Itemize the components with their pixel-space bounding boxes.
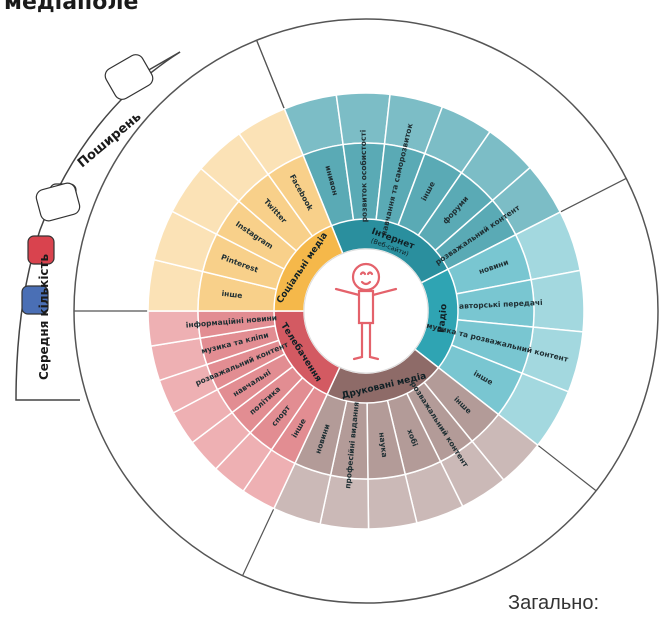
sector-item-label: інше <box>221 289 243 300</box>
person-icon <box>334 262 398 361</box>
outer-divider <box>537 444 597 492</box>
outer-divider <box>256 40 285 110</box>
sector-item-label: авторські передачі <box>459 298 543 311</box>
outer-divider <box>242 508 275 576</box>
heart-icon <box>27 235 55 265</box>
outer-divider <box>559 177 627 213</box>
page-title: медіаполе <box>4 0 139 15</box>
sector-name: Радіо <box>436 303 450 333</box>
value-box <box>104 54 154 100</box>
center-circle <box>303 248 429 374</box>
like-icon <box>21 285 49 315</box>
total-label: Загально: <box>508 592 599 614</box>
sector-item-label: розвиток особистості <box>359 130 369 223</box>
sector-item-label: наука <box>377 432 389 458</box>
value-box <box>35 182 81 222</box>
average-count-label: Середня кількість <box>37 254 51 381</box>
